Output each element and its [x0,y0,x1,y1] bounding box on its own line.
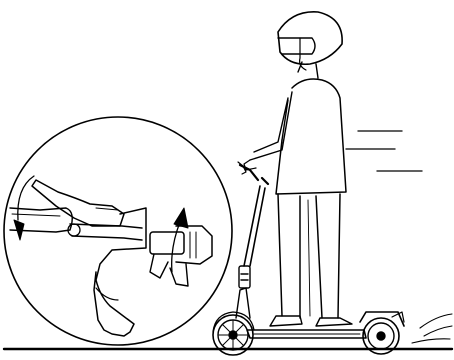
speed-lines [346,131,422,171]
torso [276,79,346,194]
arm [250,92,292,160]
detail-inset [4,117,232,345]
shoes [270,316,352,326]
helmet [278,12,342,72]
steering-stem [244,186,265,266]
rider [244,12,352,326]
rear-wheel [360,312,404,354]
dust-lines [412,314,452,343]
electric-scooter [213,162,404,355]
